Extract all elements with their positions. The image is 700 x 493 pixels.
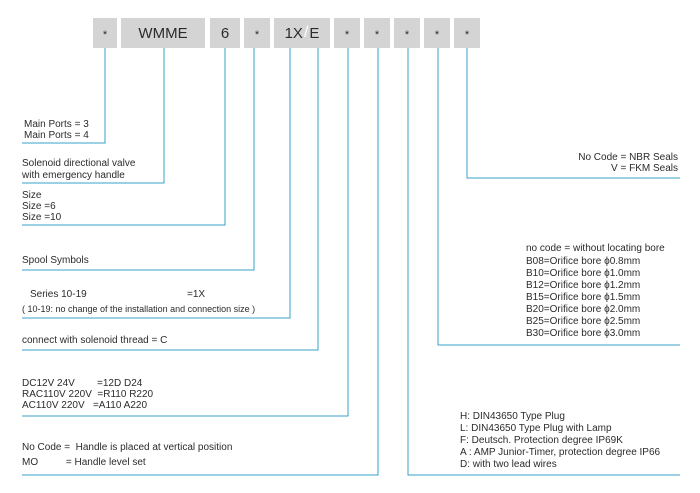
code-box-series-name: WMME (121, 18, 205, 48)
code-box-size: 6 (210, 18, 240, 48)
voltage-line-2: RAC110V 220V =R110 R220 (22, 389, 154, 400)
code-box-orifice: * (424, 18, 450, 48)
code-box-plug: * (394, 18, 420, 48)
voltage-line-1: DC12V 24V =12D D24 (22, 378, 143, 389)
leader-voltage (22, 48, 349, 417)
orifice-line-1: no code = without locating bore (526, 243, 665, 254)
leader-ports (22, 48, 106, 144)
orifice-line-5: B15=Orifice bore ϕ1.5mm (526, 292, 641, 303)
plug-line-5: D: with two lead wires (460, 459, 557, 470)
leader-size (22, 48, 226, 226)
valve-line-2: with emergency handle (22, 170, 125, 181)
plug-line-1: H: DIN43650 Type Plug (460, 411, 565, 422)
valve-line-1: Solenoid directional valve (22, 158, 136, 169)
size-line-2: Size =6 (22, 201, 56, 212)
code-box-spool: * (244, 18, 270, 48)
thread-option: connect with solenoid thread = C (22, 335, 168, 346)
leader-handle (22, 48, 379, 476)
leader-series (22, 48, 291, 319)
orifice-line-3: B10=Orifice bore ϕ1.0mm (526, 268, 641, 279)
handle-line-1: No Code = Handle is placed at vertical p… (22, 442, 233, 453)
size-line-1: Size (22, 190, 42, 201)
leader-valve (22, 48, 165, 184)
orifice-line-4: B12=Orifice bore ϕ1.2mm (526, 280, 641, 291)
orifice-line-8: B30=Orifice bore ϕ3.0mm (526, 328, 641, 339)
leader-thread (22, 48, 319, 351)
leader-plug (407, 48, 680, 476)
seals-line-2: V = FKM Seals (611, 163, 678, 174)
code-box-voltage: * (334, 18, 360, 48)
orifice-line-2: B08=Orifice bore ϕ0.8mm (526, 256, 641, 267)
plug-line-4: A : AMP Junior-Timer, protection degree … (460, 447, 661, 458)
plug-line-2: L: DIN43650 Type Plug with Lamp (460, 423, 612, 434)
leader-spool (22, 48, 255, 271)
code-box-handle: * (364, 18, 390, 48)
leader-orifice (437, 48, 680, 346)
series-label: Series 10-19 (30, 289, 87, 300)
orifice-line-7: B25=Orifice bore ϕ2.5mm (526, 316, 641, 327)
ports-line-1: Main Ports = 3 (24, 119, 89, 130)
code-box-ports: * (93, 18, 117, 48)
leader-seals (466, 48, 680, 179)
handle-line-2: MO = Handle level set (22, 457, 146, 468)
orifice-line-6: B20=Orifice bore ϕ2.0mm (526, 304, 641, 315)
seals-line-1: No Code = NBR Seals (578, 152, 678, 163)
series-note: ( 10-19: no change of the installation a… (22, 304, 256, 314)
size-line-3: Size =10 (22, 212, 62, 223)
ports-line-2: Main Ports = 4 (24, 130, 89, 141)
plug-line-3: F: Deutsch. Protection degree IP69K (460, 435, 623, 446)
series-code: =1X (187, 289, 206, 300)
voltage-line-3: AC110V 220V =A110 A220 (22, 400, 148, 411)
code-box-series-version: 1X/E (274, 18, 330, 48)
spool-symbols: Spool Symbols (22, 255, 89, 266)
code-box-seals: * (454, 18, 480, 48)
separator-slash: / (303, 24, 309, 41)
